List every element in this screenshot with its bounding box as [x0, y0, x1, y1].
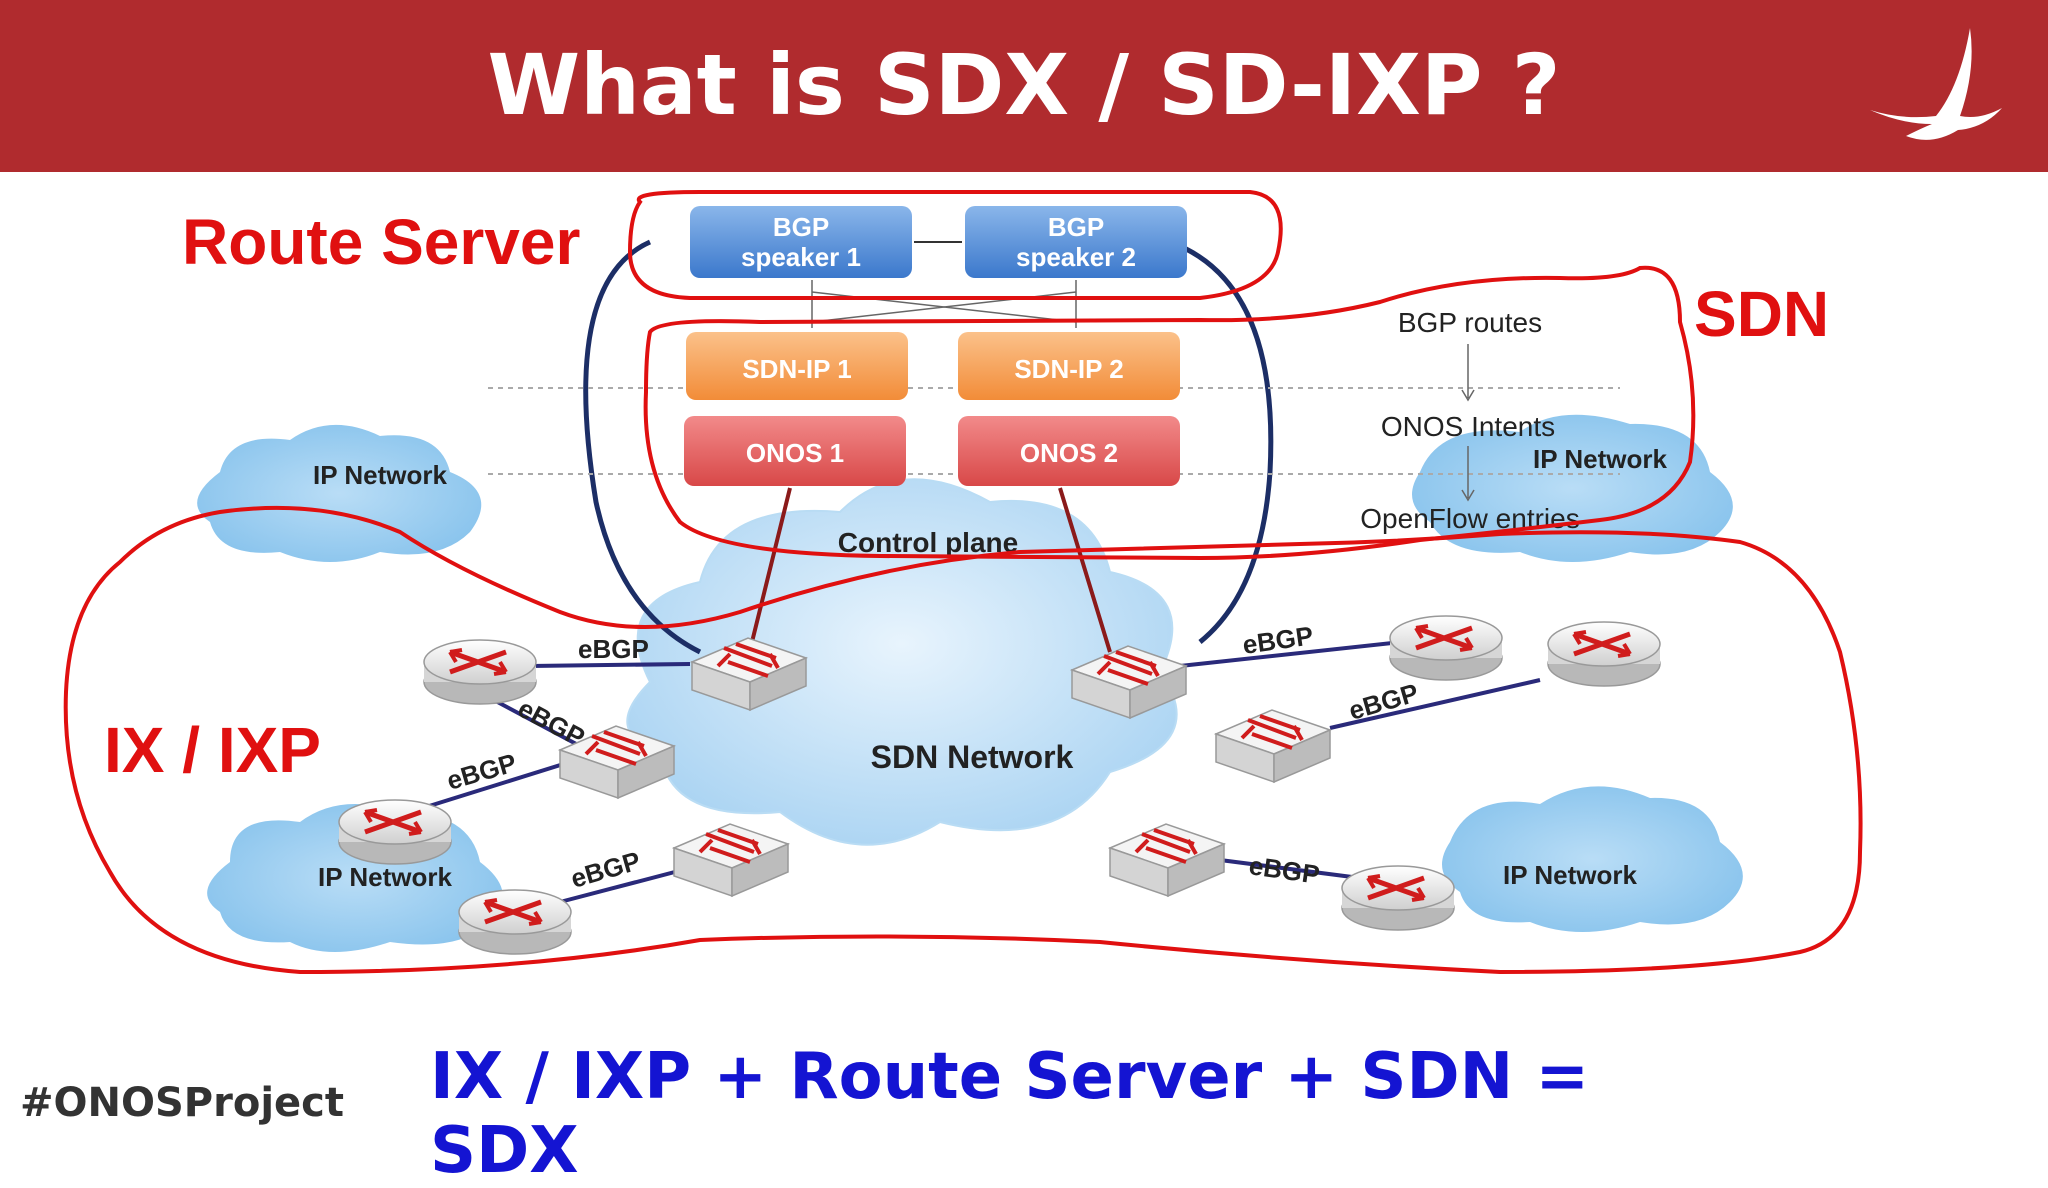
ebgp-label-1: eBGP [578, 634, 649, 664]
title-bar: What is SDX / SD-IXP ? [0, 0, 2048, 172]
onos-1-box: ONOS 1 [684, 416, 906, 486]
sdx-equation: IX / IXP + Route Server + SDN = SDX [430, 1040, 1590, 1188]
sdx-diagram: SDN Network IP Network IP Network IP Net… [63, 190, 1863, 975]
bgp-speaker-2: BGP speaker 2 [965, 206, 1187, 278]
slide-title: What is SDX / SD-IXP ? [487, 36, 1561, 134]
bird-logo-icon [1870, 28, 2002, 140]
bgp-speaker-1-line1: BGP [773, 212, 829, 242]
router-icon [459, 890, 571, 954]
bgp-speaker-1: BGP speaker 1 [690, 206, 912, 278]
sdn-annotation: SDN [1694, 278, 1829, 350]
layer-arrows [1461, 344, 1475, 502]
bgp-speaker-2-line1: BGP [1048, 212, 1104, 242]
switch-icon [1108, 822, 1226, 898]
layer-openflow-entries: OpenFlow entries [1360, 503, 1579, 534]
router-icon [1548, 622, 1660, 686]
onos-2-box: ONOS 2 [958, 416, 1180, 486]
onos-1-label: ONOS 1 [746, 438, 844, 468]
ebgp-label-6: eBGP [1345, 677, 1421, 725]
bgp-speaker-2-line2: speaker 2 [1016, 242, 1136, 272]
sdn-ip-2-label: SDN-IP 2 [1014, 354, 1123, 384]
sdn-ip-2-box: SDN-IP 2 [958, 332, 1180, 400]
onos-2-label: ONOS 2 [1020, 438, 1118, 468]
route-server-outline [627, 190, 1283, 300]
switch-icon [1214, 708, 1332, 784]
ip-network-cloud-top-left: IP Network [197, 424, 482, 562]
router-icon [424, 640, 536, 704]
router-icon [1342, 866, 1454, 930]
ebgp-label-7: eBGP [1247, 850, 1321, 890]
ip-network-cloud-top-right: IP Network [1412, 414, 1733, 562]
sdn-network-label: SDN Network [871, 739, 1074, 775]
switch-icon [672, 822, 790, 898]
sdn-ip-1-label: SDN-IP 1 [742, 354, 851, 384]
ip-network-label-4: IP Network [1503, 860, 1637, 890]
ip-network-cloud-bottom-right: IP Network [1442, 786, 1743, 932]
layer-bgp-routes: BGP routes [1398, 307, 1542, 338]
router-icon [339, 800, 451, 864]
ip-network-label-1: IP Network [313, 460, 447, 490]
ixp-outline [63, 505, 1863, 975]
router-icon [1390, 616, 1502, 680]
bgp-speaker-1-line2: speaker 1 [741, 242, 861, 272]
ebgp-links [409, 638, 1541, 904]
project-hashtag: #ONOSProject [20, 1080, 345, 1126]
ebgp-label-4: eBGP [567, 845, 643, 893]
ip-network-label-3: IP Network [318, 862, 452, 892]
control-ellipse [583, 239, 1274, 655]
hand-annotations [63, 190, 1863, 975]
ixp-annotation: IX / IXP [104, 714, 321, 786]
sdn-outline [643, 265, 1696, 561]
route-server-annotation: Route Server [182, 206, 580, 278]
control-plane-links [750, 487, 1112, 653]
speaker-to-sdnip-links [811, 280, 1077, 328]
sdn-ip-1-box: SDN-IP 1 [686, 332, 908, 400]
ip-network-label-2: IP Network [1533, 444, 1667, 474]
layer-onos-intents: ONOS Intents [1381, 411, 1555, 442]
control-plane-label: Control plane [838, 527, 1018, 558]
